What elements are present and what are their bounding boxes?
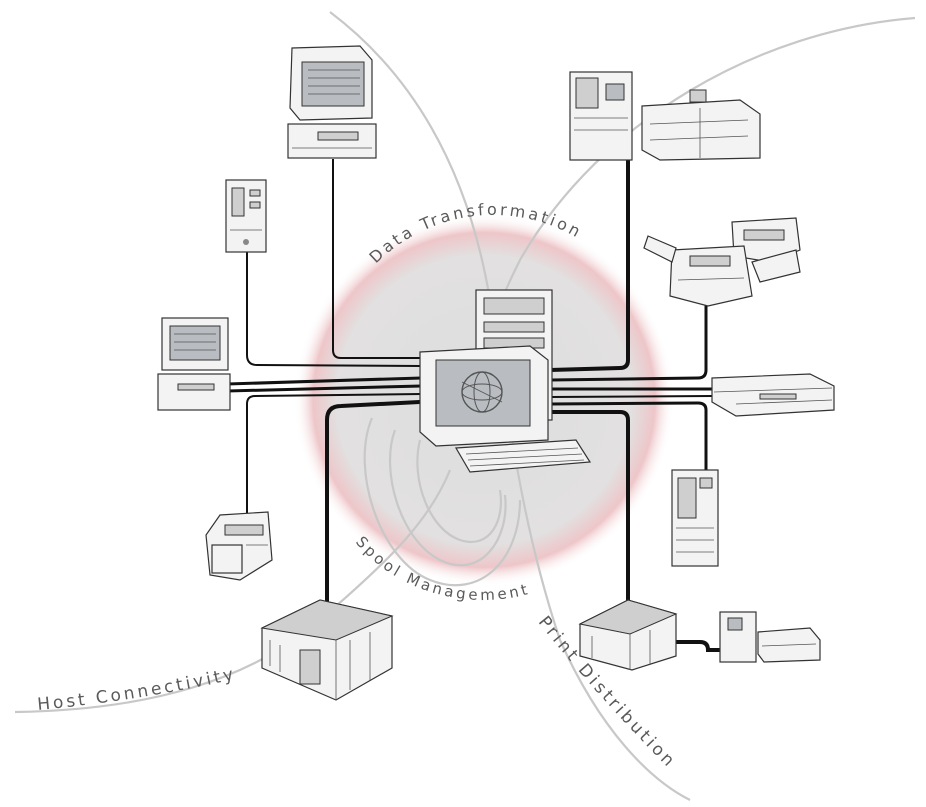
cabinet-server-icon — [671, 469, 719, 567]
rack-unit-icon — [711, 373, 835, 417]
connection-wires — [226, 158, 724, 652]
tower-server-icon — [225, 179, 267, 253]
desktop-printer-icon — [205, 511, 273, 581]
desktop-pc-icon — [157, 317, 231, 411]
label-host-connectivity: Host Connectivity — [36, 664, 238, 715]
production-printer-icon — [569, 71, 761, 161]
laser-printer-icon — [643, 217, 801, 307]
mainframe-printer-icon — [578, 599, 821, 671]
central-workstation-icon — [419, 289, 592, 473]
mainframe-icon — [260, 599, 394, 701]
desktop-computer-icon — [287, 45, 377, 159]
